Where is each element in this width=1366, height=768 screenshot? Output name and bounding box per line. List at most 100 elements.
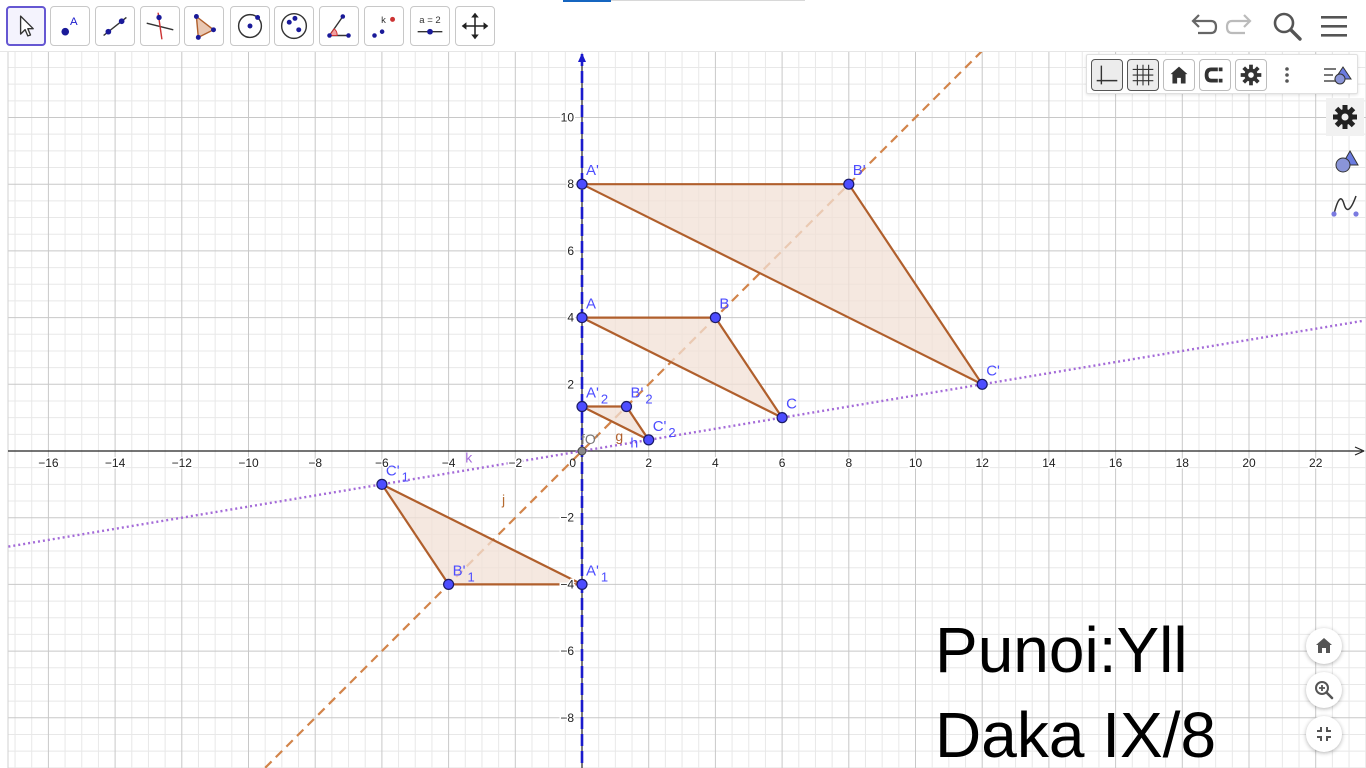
settings-icon bbox=[1333, 105, 1357, 129]
perspective-tab-indicator bbox=[563, 0, 611, 2]
exit-fullscreen-floating-button[interactable] bbox=[1306, 716, 1342, 752]
graphics-settings-button[interactable] bbox=[1235, 59, 1267, 91]
x-tick-label: 22 bbox=[1309, 456, 1323, 470]
point-capturing-button[interactable] bbox=[1199, 59, 1231, 91]
axes-toggle-button[interactable] bbox=[1091, 59, 1123, 91]
undo-button[interactable] bbox=[1185, 8, 1221, 44]
segment-g-label: g bbox=[615, 428, 623, 444]
point-label-subscript: 2 bbox=[668, 425, 675, 440]
menu-icon bbox=[1321, 16, 1347, 37]
point-B' bbox=[843, 178, 855, 190]
y-tick-label: 6 bbox=[567, 244, 574, 258]
ellipse-icon bbox=[280, 12, 308, 40]
ellipse-tool-button[interactable] bbox=[274, 6, 314, 46]
side-shapes-button[interactable] bbox=[1326, 143, 1364, 181]
point-label: A'2 bbox=[586, 385, 608, 407]
triangles bbox=[380, 183, 984, 586]
x-tick-label: 6 bbox=[779, 456, 786, 470]
move-tool-button[interactable] bbox=[6, 6, 46, 46]
line-j-label: j bbox=[501, 491, 505, 507]
undo-icon bbox=[1191, 14, 1218, 35]
x-tick-label: 12 bbox=[976, 456, 990, 470]
search-icon bbox=[1273, 12, 1302, 41]
point-C'1 bbox=[376, 478, 388, 490]
move-graphics-view-tool-button[interactable] bbox=[455, 6, 495, 46]
tool-bar: A bbox=[0, 0, 1366, 52]
point-label-subscript: 1 bbox=[402, 469, 409, 484]
perpendicular-line-tool-button[interactable] bbox=[140, 6, 180, 46]
side-functions-button[interactable] bbox=[1326, 186, 1364, 224]
point-tool-glyph: A bbox=[70, 16, 78, 28]
line-tool-button[interactable] bbox=[95, 6, 135, 46]
point-label: A' bbox=[586, 162, 599, 179]
polygon-icon bbox=[193, 14, 216, 40]
point-C' bbox=[976, 378, 988, 390]
x-tick-label: −6 bbox=[375, 456, 389, 470]
y-axis-arrow bbox=[578, 53, 586, 62]
circle-center-point-icon bbox=[237, 13, 263, 39]
slider-icon: a = 2 bbox=[417, 15, 443, 35]
x-tick-label: 18 bbox=[1176, 456, 1190, 470]
slider-tool-glyph: a = 2 bbox=[419, 15, 440, 26]
reflect-tool-button[interactable]: k bbox=[364, 6, 404, 46]
y-tick-label: −2 bbox=[560, 511, 574, 525]
more-options-button[interactable] bbox=[1271, 59, 1303, 91]
slider-tool-button[interactable]: a = 2 bbox=[410, 6, 450, 46]
triangle-2 bbox=[580, 405, 650, 441]
x-tick-label: −4 bbox=[442, 456, 456, 470]
x-tick-label: −12 bbox=[172, 456, 193, 470]
x-tick-label: 20 bbox=[1242, 456, 1256, 470]
standard-view-icon bbox=[1170, 66, 1188, 84]
standard-view-button[interactable] bbox=[1163, 59, 1195, 91]
point-O-prime-label: fO' bbox=[581, 431, 598, 447]
x-tick-label: −10 bbox=[238, 456, 259, 470]
perspective-divider bbox=[611, 0, 805, 1]
toggle-style-bar-button[interactable] bbox=[1321, 59, 1353, 91]
axes-toggle-icon bbox=[1096, 65, 1118, 85]
cursor-arrow-icon bbox=[19, 15, 34, 37]
point-label: C bbox=[786, 396, 797, 413]
point-capturing-icon bbox=[1204, 67, 1223, 83]
point-label: C'1 bbox=[386, 462, 409, 484]
point-label-subscript: 2 bbox=[601, 392, 608, 407]
triangle-1 bbox=[580, 183, 984, 386]
point-tool-button[interactable]: A bbox=[50, 6, 90, 46]
move-arrows-icon bbox=[461, 12, 489, 40]
angle-tool-button[interactable] bbox=[319, 6, 359, 46]
exit-fullscreen-icon bbox=[1317, 727, 1331, 741]
point-A bbox=[576, 312, 588, 324]
point-C bbox=[776, 412, 788, 424]
y-tick-label: 2 bbox=[567, 377, 574, 391]
point-label-subscript: 1 bbox=[467, 569, 474, 584]
point-A'2 bbox=[576, 400, 588, 413]
grid-minor-lines bbox=[8, 52, 1366, 768]
standard-view-floating-button[interactable] bbox=[1306, 628, 1342, 664]
point-label: C'2 bbox=[653, 418, 676, 440]
zoom-in-floating-button[interactable] bbox=[1306, 672, 1342, 708]
point-label: A bbox=[586, 296, 596, 313]
point-B'1 bbox=[443, 578, 455, 591]
x-axis-arrow bbox=[1354, 446, 1365, 456]
y-tick-label: −4 bbox=[560, 577, 574, 591]
grid-toggle-icon bbox=[1132, 64, 1154, 86]
polygon-tool-button[interactable] bbox=[184, 6, 224, 46]
search-button[interactable] bbox=[1269, 8, 1305, 44]
redo-button[interactable] bbox=[1222, 8, 1258, 44]
side-settings-button[interactable] bbox=[1326, 98, 1364, 136]
x-tick-label: −2 bbox=[508, 456, 522, 470]
x-tick-label: 8 bbox=[845, 456, 852, 470]
line-through-two-points-icon bbox=[103, 16, 127, 37]
circle-tool-button[interactable] bbox=[230, 6, 270, 46]
point-label: B'2 bbox=[630, 385, 652, 407]
point-label: C' bbox=[986, 362, 1000, 379]
angle-icon bbox=[327, 14, 351, 38]
segment-h-label: h bbox=[630, 435, 638, 451]
grid-toggle-button[interactable] bbox=[1127, 59, 1159, 91]
main-menu-button[interactable] bbox=[1316, 8, 1352, 44]
functions-icon bbox=[1331, 195, 1359, 217]
graphics-style-bar bbox=[1086, 54, 1358, 94]
x-tick-label: 14 bbox=[1042, 456, 1056, 470]
